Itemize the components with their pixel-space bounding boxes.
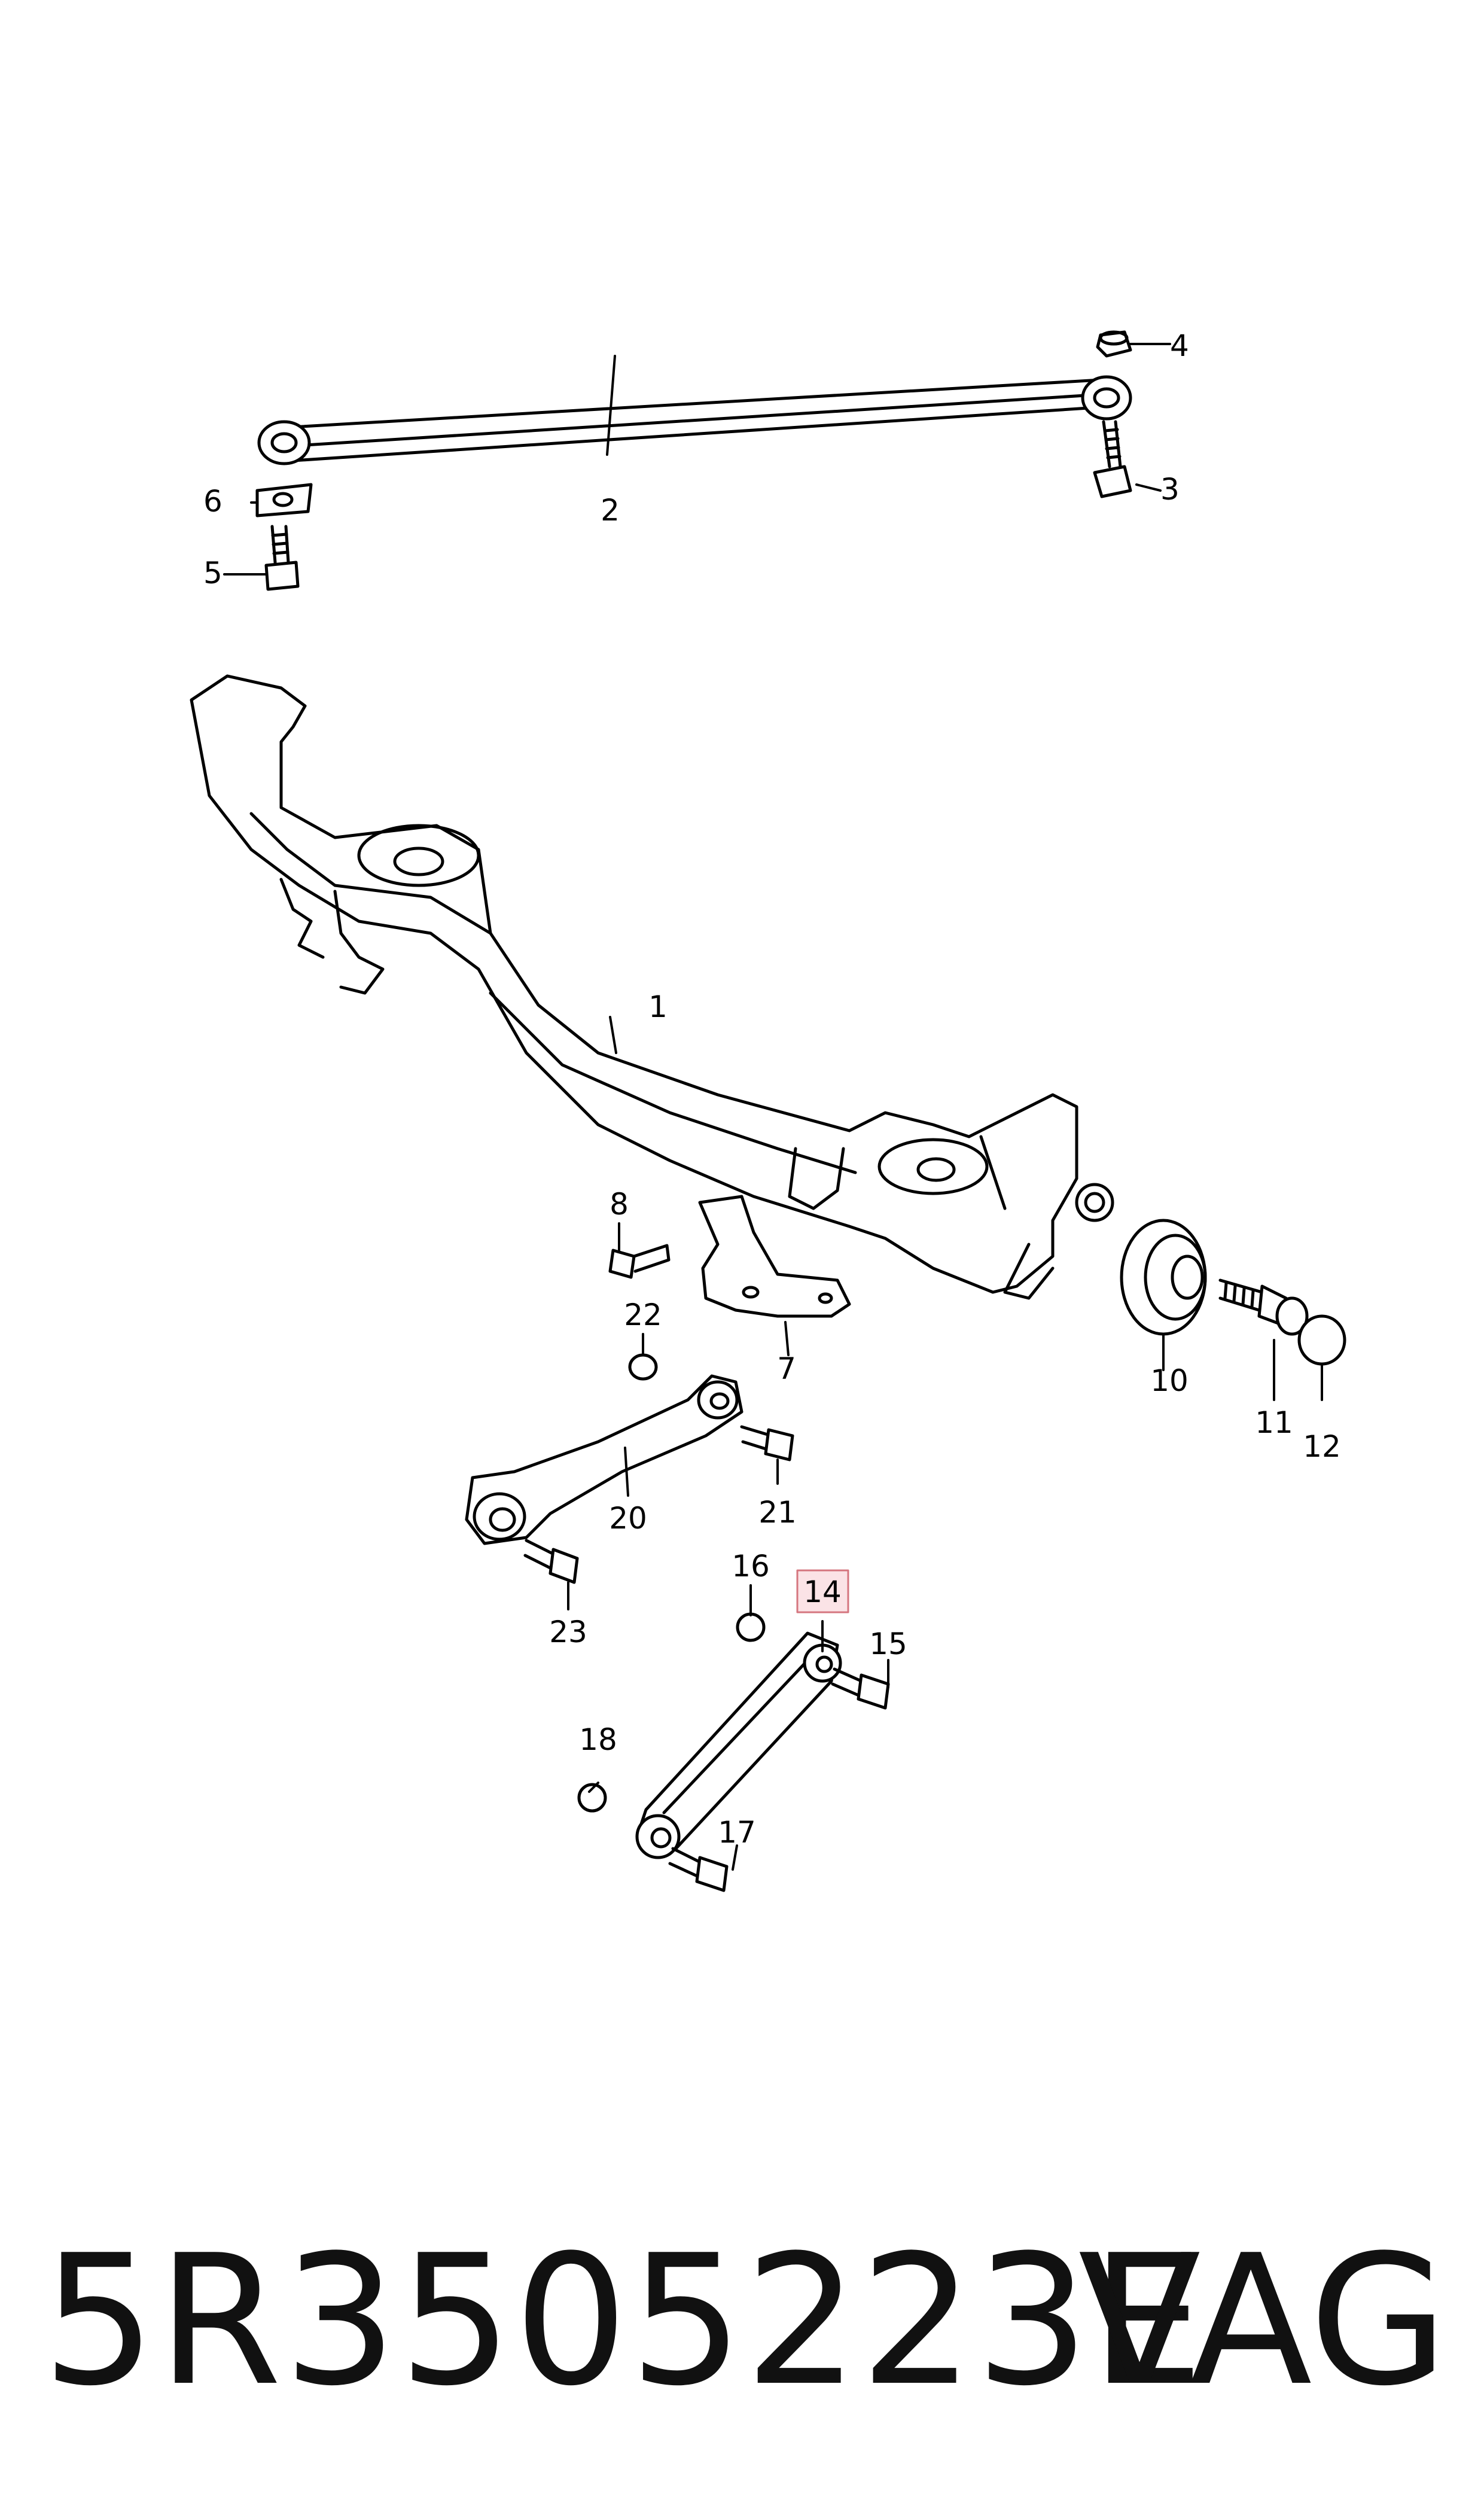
bolt-21 xyxy=(740,1425,794,1462)
callout-22: 22 xyxy=(624,1298,662,1332)
bolt-8 xyxy=(608,1244,671,1279)
callout-16: 16 xyxy=(732,1549,770,1584)
nut-16 xyxy=(736,1612,766,1642)
bolt-15 xyxy=(831,1667,890,1710)
callout-6: 6 xyxy=(203,484,223,519)
bracket-7 xyxy=(698,1195,851,1318)
callout-23: 23 xyxy=(549,1615,587,1649)
bolt-23 xyxy=(523,1539,579,1584)
callout-20: 20 xyxy=(609,1501,647,1536)
hub-bolt-11 xyxy=(1218,1278,1309,1336)
callout-11: 11 xyxy=(1255,1405,1293,1440)
callout-8: 8 xyxy=(610,1187,629,1222)
callout-21: 21 xyxy=(758,1495,797,1530)
control-arm-20 xyxy=(465,1374,743,1545)
exploded-parts-diagram: 1 2 3 4 5 6 7 8 10 11 12 14 15 16 17 18 … xyxy=(190,328,1346,1892)
callout-14-highlight: 14 xyxy=(796,1569,849,1613)
callout-5: 5 xyxy=(203,556,223,590)
track-rod-2 xyxy=(257,375,1132,465)
callout-12: 12 xyxy=(1303,1429,1341,1464)
callout-2: 2 xyxy=(601,493,620,528)
callout-1: 1 xyxy=(648,989,668,1024)
callout-7: 7 xyxy=(777,1351,796,1386)
axle-beam-1 xyxy=(190,674,1114,1300)
bolt-5 xyxy=(264,525,300,591)
callout-14: 14 xyxy=(803,1575,842,1609)
wheel-hub-10 xyxy=(1120,1219,1207,1336)
callout-15: 15 xyxy=(869,1627,907,1661)
callout-17: 17 xyxy=(718,1815,756,1850)
callout-10: 10 xyxy=(1150,1363,1189,1398)
cap-12 xyxy=(1297,1314,1346,1366)
part-number: 5R3505223E xyxy=(42,2216,1205,2425)
callout-18: 18 xyxy=(579,1722,617,1757)
nut-22 xyxy=(628,1353,658,1381)
washer-6 xyxy=(255,483,313,517)
brand-label: VAG xyxy=(1078,2216,1448,2425)
callout-4: 4 xyxy=(1170,328,1189,363)
nut-18 xyxy=(577,1783,607,1813)
link-arm-14 xyxy=(635,1631,842,1859)
bolt-3 xyxy=(1093,420,1132,498)
callout-3: 3 xyxy=(1160,472,1180,507)
bolt-17 xyxy=(668,1847,729,1892)
nut-4 xyxy=(1096,330,1132,358)
leader-lines xyxy=(223,343,1323,1871)
